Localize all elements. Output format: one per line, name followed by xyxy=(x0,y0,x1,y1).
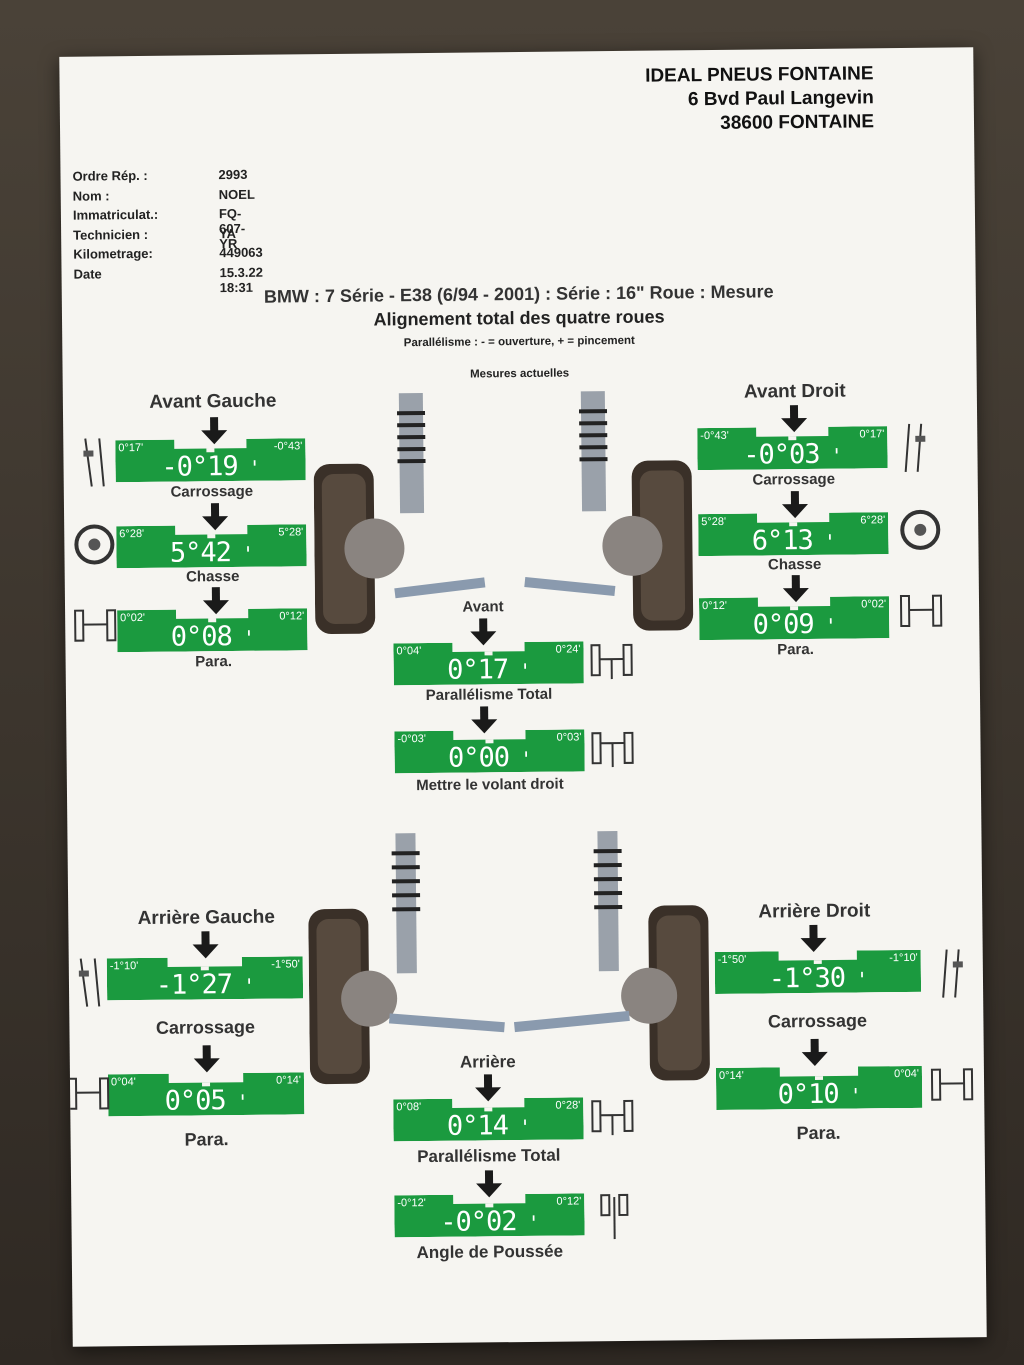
rear-total-toe-gauge: 0°08' 0°28' 0°14 xyxy=(393,1097,583,1142)
thrust-angle-value: -0°02 xyxy=(394,1205,584,1238)
rear-right-title: Arrière Droit xyxy=(758,900,871,923)
alignment-report-sheet: IDEAL PNEUS FONTAINE 6 Bvd Paul Langevin… xyxy=(59,47,987,1347)
rear-left-toe-gauge: 0°04' 0°14' 0°05 xyxy=(108,1072,304,1117)
rear-right-toe-gauge: 0°14' 0°04' 0°10 xyxy=(716,1066,922,1110)
front-center-title: Avant xyxy=(462,598,504,616)
front-right-caster-value: 6°13 xyxy=(698,524,888,557)
toe-icon xyxy=(930,1068,974,1101)
camber-icon xyxy=(78,958,101,1007)
front-right-toe-gauge: 0°12' 0°02' 0°09 xyxy=(699,596,889,641)
rear-left-toe-label: Para. xyxy=(184,1129,229,1150)
rear-left-camber-label: Carrossage xyxy=(155,1016,256,1038)
front-total-toe-value: 0°17 xyxy=(394,653,584,686)
front-right-camber-gauge: -0°43' 0°17' -0°03 xyxy=(697,426,887,471)
camber-icon xyxy=(83,438,105,487)
rear-right-toe-value: 0°10 xyxy=(716,1078,922,1111)
front-left-toe-gauge: 0°02' 0°12' 0°08 xyxy=(117,608,307,653)
toe-legend: Parallélisme : - = ouverture, + = pincem… xyxy=(403,334,635,350)
rear-right-camber-label: Carrossage xyxy=(767,1010,868,1032)
rear-center-title: Arrière xyxy=(459,1052,516,1072)
rear-left-title: Arrière Gauche xyxy=(137,906,276,930)
rear-right-camber-gauge: -1°50' -1°10' -1°30 xyxy=(715,950,921,994)
front-left-caster-gauge: 6°28' 5°28' 5°42 xyxy=(116,524,306,569)
shop-header: IDEAL PNEUS FONTAINE 6 Bvd Paul Langevin… xyxy=(645,62,874,136)
front-left-caster-value: 5°42 xyxy=(116,536,306,569)
thrust-angle-gauge: -0°12' 0°12' -0°02 xyxy=(394,1193,584,1238)
thrust-angle-icon xyxy=(600,1193,629,1240)
front-right-caster-gauge: 5°28' 6°28' 6°13 xyxy=(698,512,888,557)
rear-right-camber-arrow xyxy=(800,925,826,953)
front-right-camber-label: Carrossage xyxy=(752,470,836,489)
rear-right-toe-label: Para. xyxy=(796,1122,841,1144)
front-left-toe-value: 0°08 xyxy=(117,620,307,653)
toe-icon xyxy=(899,594,943,628)
camber-icon xyxy=(942,949,963,998)
caster-wheel-icon xyxy=(74,524,115,565)
front-right-camber-value: -0°03 xyxy=(697,438,887,471)
front-left-title: Avant Gauche xyxy=(149,390,277,413)
camber-icon xyxy=(904,423,926,473)
axle-toe-icon xyxy=(590,643,633,680)
front-left-camber-gauge: 0°17' -0°43' -0°19 xyxy=(115,438,305,483)
rear-left-camber-arrow xyxy=(192,931,218,959)
front-total-toe-gauge: 0°04' 0°24' 0°17 xyxy=(393,641,584,686)
rear-right-camber-value: -1°30 xyxy=(715,962,921,995)
toe-icon xyxy=(66,1077,110,1110)
front-right-toe-label: Para. xyxy=(777,640,814,659)
rear-left-camber-gauge: -1°10' -1°50' -1°27 xyxy=(107,956,303,1001)
steering-value: 0°00 xyxy=(394,741,584,774)
front-total-toe-label: Parallélisme Total xyxy=(425,685,553,705)
toe-icon xyxy=(74,609,117,642)
axle-toe-icon xyxy=(591,1099,634,1136)
front-suspension-illustration xyxy=(313,391,694,635)
rear-left-toe-value: 0°05 xyxy=(108,1084,304,1117)
rear-total-toe-value: 0°14 xyxy=(393,1109,583,1142)
rear-left-toe-arrow xyxy=(194,1045,220,1073)
front-right-toe-value: 0°09 xyxy=(699,608,889,641)
shop-address-city: 38600 FONTAINE xyxy=(720,111,875,134)
steering-wheel-icon xyxy=(591,731,634,768)
front-left-caster-label: Chasse xyxy=(185,567,240,586)
caster-wheel-icon xyxy=(900,509,941,550)
thrust-angle-label: Angle de Poussée xyxy=(416,1241,564,1263)
rear-suspension-illustration xyxy=(308,831,710,1085)
front-left-camber-label: Carrossage xyxy=(170,482,254,501)
front-right-title: Avant Droit xyxy=(743,380,846,403)
front-left-toe-label: Para. xyxy=(195,653,233,671)
rear-total-toe-label: Parallélisme Total xyxy=(417,1145,561,1167)
rear-right-toe-arrow xyxy=(802,1039,828,1067)
rear-left-camber-value: -1°27 xyxy=(107,968,303,1001)
front-left-camber-value: -0°19 xyxy=(115,450,305,483)
steering-label: Mettre le volant droit xyxy=(416,775,564,795)
shop-address-street: 6 Bvd Paul Langevin xyxy=(687,87,874,111)
front-right-caster-label: Chasse xyxy=(767,555,822,574)
shop-name: IDEAL PNEUS FONTAINE xyxy=(645,63,874,87)
job-info: Ordre Rép. :2993 Nom :NOEL Immatriculat.… xyxy=(72,167,263,295)
steering-gauge: -0°03' 0°03' 0°00 xyxy=(394,729,584,774)
